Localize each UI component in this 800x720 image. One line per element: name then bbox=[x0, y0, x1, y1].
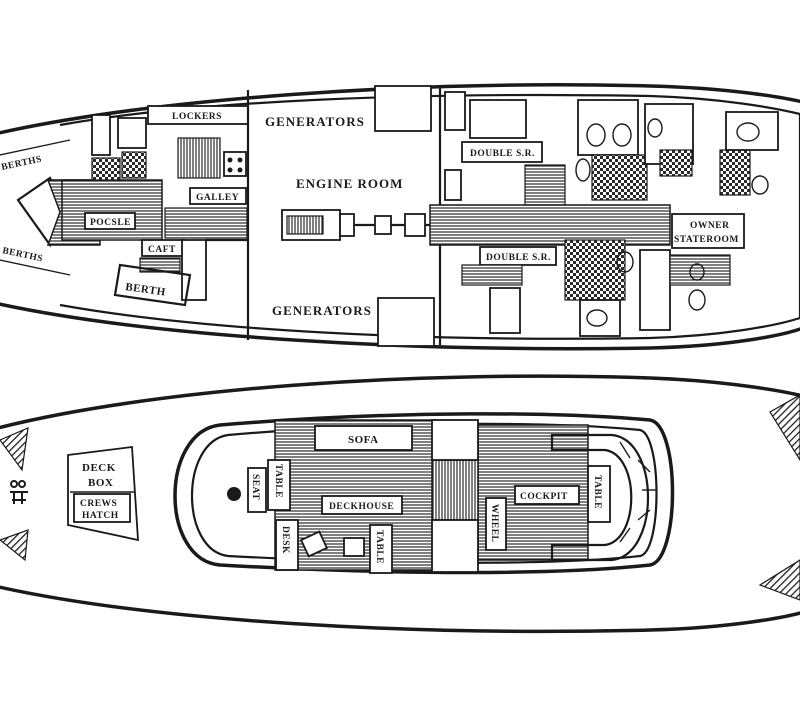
owner-label-line1: OWNER bbox=[690, 221, 729, 231]
pocsle-label-box bbox=[84, 212, 136, 230]
lower-hull-inner bbox=[59, 93, 800, 340]
pocsle-label: POCSLE bbox=[90, 218, 131, 228]
bow-accent-top bbox=[0, 427, 29, 472]
lockers-label: LOCKERS bbox=[172, 112, 222, 122]
windlass-icon bbox=[10, 480, 28, 504]
main-hull-outline bbox=[0, 374, 800, 634]
cockpit-label: COCKPIT bbox=[520, 492, 568, 502]
crews-hatch-line1: CREWS bbox=[80, 499, 117, 509]
engine-block bbox=[281, 209, 440, 241]
bow-accent-bottom bbox=[0, 529, 29, 562]
main-deck-plan: DECK BOX CREWS HATCH SOFA TABLE SEAT DEC… bbox=[0, 374, 800, 634]
crews-hatch-line2: HATCH bbox=[82, 511, 119, 521]
mast-icon bbox=[227, 487, 241, 501]
galley-label: GALLEY bbox=[196, 193, 239, 203]
deck-box-line2: BOX bbox=[88, 477, 113, 489]
lower-deck-plan: BERTHS BERTHS POCSLE LOCKERS GALLEY CAFT… bbox=[0, 83, 800, 351]
lower-hull-outline bbox=[0, 83, 800, 351]
generators-top-label: GENERATORS bbox=[265, 114, 365, 129]
seat-label: SEAT bbox=[250, 474, 260, 500]
double-sr-top-label: DOUBLE S.R. bbox=[470, 149, 535, 159]
wheel-label: WHEEL bbox=[489, 504, 499, 542]
deckhouse-label: DECKHOUSE bbox=[329, 502, 394, 512]
double-sr-bottom-label: DOUBLE S.R. bbox=[486, 253, 551, 263]
stern-accent-bottom bbox=[758, 559, 800, 601]
table-cockpit-label: TABLE bbox=[592, 475, 602, 509]
berths-top-label: BERTHS bbox=[1, 155, 43, 173]
caft-label: CAFT bbox=[148, 245, 176, 255]
sofa-label: SOFA bbox=[348, 434, 379, 446]
stern-accent-top bbox=[769, 394, 800, 462]
engine-room-label: ENGINE ROOM bbox=[296, 176, 403, 191]
generators-bottom-label: GENERATORS bbox=[272, 303, 372, 318]
deck-box-line1: DECK bbox=[82, 462, 116, 474]
berth-label: BERTH bbox=[125, 281, 167, 299]
deckhouse-coaming bbox=[173, 412, 675, 575]
owner-label-line2: STATEROOM bbox=[674, 235, 739, 245]
desk-label: DESK bbox=[280, 526, 290, 554]
forward-head-tiles bbox=[91, 157, 121, 181]
table-seat-label: TABLE bbox=[273, 464, 283, 498]
pocsle-floor bbox=[61, 179, 163, 241]
table-center-label: TABLE bbox=[374, 530, 384, 564]
